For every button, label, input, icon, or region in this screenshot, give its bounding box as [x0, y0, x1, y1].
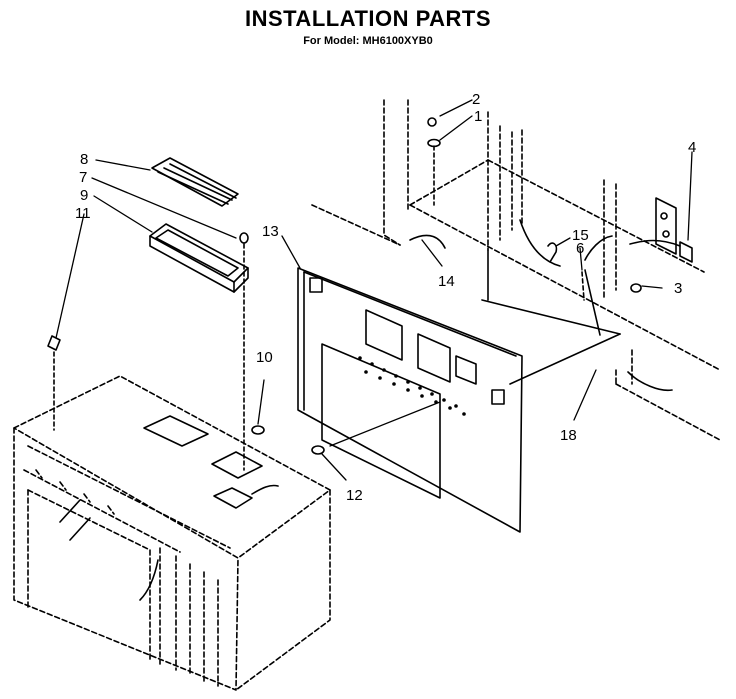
- wall-lines: [409, 219, 673, 392]
- model-subtitle: For Model: MH6100XYB0: [303, 35, 433, 47]
- callout-6: 6: [576, 240, 584, 257]
- callout-1: 1: [474, 108, 482, 125]
- callout-10: 10: [256, 349, 273, 366]
- mounting-plate-holes: [358, 356, 466, 416]
- microwave-top-details: [59, 415, 279, 601]
- callout-8: 8: [80, 151, 88, 168]
- callout-12: 12: [346, 487, 363, 504]
- callout-3: 3: [674, 280, 682, 297]
- grille-strip: [151, 157, 239, 207]
- callout-4: 4: [688, 139, 696, 156]
- fasteners: [47, 117, 642, 471]
- wall-cabinet-outline: [311, 99, 721, 441]
- callout-13: 13: [262, 223, 279, 240]
- callout-7: 7: [79, 169, 87, 186]
- callout-11: 11: [75, 205, 91, 222]
- callout-9: 9: [80, 187, 88, 204]
- callout-14: 14: [438, 273, 455, 290]
- mounting-plate: [297, 267, 523, 533]
- electrical-box: [629, 197, 693, 263]
- callout-labels: 1 2 3 4 6 7 8 9 10 11 12 13 14 15 18: [75, 91, 696, 504]
- callout-18: 18: [560, 427, 577, 444]
- vent-grille-frame: [149, 223, 249, 293]
- callout-15: 15: [572, 227, 589, 244]
- microwave-oven-outline: [13, 375, 331, 691]
- callout-2: 2: [472, 91, 480, 108]
- page-title: INSTALLATION PARTS: [244, 6, 492, 31]
- leader-lines: [55, 99, 693, 481]
